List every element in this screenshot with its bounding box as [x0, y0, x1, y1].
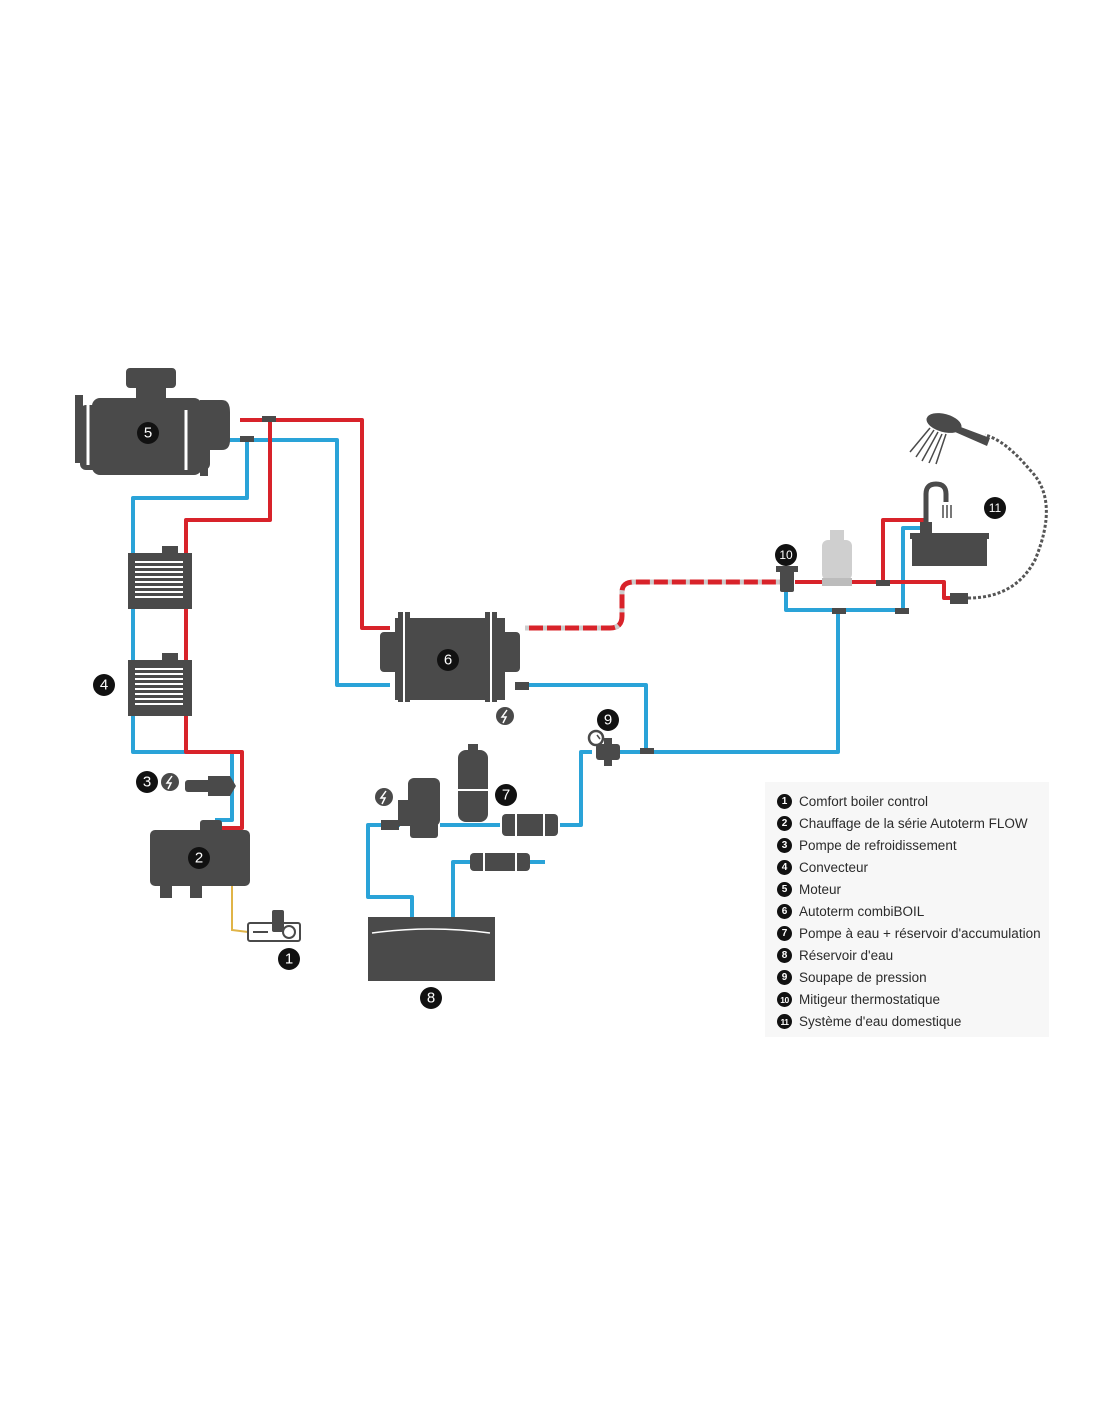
- badge-6-label: 6: [444, 652, 452, 669]
- badge-10: 10: [775, 544, 797, 566]
- convector-icon: [128, 653, 192, 716]
- cold-pipe-to-sink: [838, 526, 922, 612]
- legend-number: 7: [777, 926, 792, 942]
- cold-pipe-combiboil-to-valve: [528, 683, 648, 752]
- cold-pipe-tank-to-filter: [451, 860, 545, 917]
- hot-pipes: [184, 418, 955, 830]
- badge-2: 2: [188, 847, 210, 869]
- badge-7: 7: [495, 784, 517, 806]
- legend-label: Pompe à eau + réservoir d'accumulation: [799, 926, 1041, 942]
- legend-label: Autoterm combiBOIL: [799, 904, 925, 920]
- hot-pipe-engine-to-combiboil: [240, 418, 390, 630]
- legend-number: 1: [777, 793, 792, 809]
- legend-item: 7 Pompe à eau + réservoir d'accumulation: [777, 923, 1049, 945]
- badge-6: 6: [437, 649, 459, 671]
- hot-water-tank-icon: [822, 530, 852, 586]
- boiler-control-panel-icon: [247, 910, 301, 942]
- power-icon: [375, 788, 393, 806]
- badge-3-label: 3: [143, 774, 151, 791]
- legend-item: 5 Moteur: [777, 878, 1049, 900]
- legend-number: 5: [777, 881, 792, 897]
- legend-item: 3 Pompe de refroidissement: [777, 834, 1049, 856]
- cold-pipe-pump-to-tank: [366, 823, 500, 917]
- legend-label: Comfort boiler control: [799, 793, 929, 809]
- legend-number: 10: [777, 992, 792, 1008]
- control-wire: [231, 880, 249, 933]
- badge-1: 1: [278, 948, 300, 970]
- legend-label: Réservoir d'eau: [799, 948, 894, 964]
- badge-3: 3: [136, 771, 158, 793]
- legend-number: 8: [777, 948, 792, 964]
- legend-label: Convecteur: [799, 859, 869, 875]
- legend-number: 6: [777, 904, 792, 920]
- badge-9: 9: [597, 709, 619, 731]
- engine-icon: [75, 368, 230, 476]
- legend-number: 4: [777, 859, 792, 875]
- pipe-connectors: [240, 416, 909, 754]
- badge-2-label: 2: [195, 850, 203, 867]
- legend-item: 1 Comfort boiler control: [777, 790, 1049, 812]
- sink-shower-icon: [909, 413, 990, 604]
- badge-4-label: 4: [100, 677, 108, 694]
- coolant-pump-icon: [185, 776, 236, 796]
- cold-pipe-engine-to-convectors: [131, 440, 249, 822]
- badge-9-label: 9: [604, 712, 612, 729]
- legend-item: 6 Autoterm combiBOIL: [777, 900, 1049, 922]
- legend-item: 2 Chauffage de la série Autoterm FLOW: [777, 812, 1049, 834]
- cold-pipe-valve-main: [620, 592, 840, 754]
- badge-1-label: 1: [285, 951, 293, 968]
- legend-item: 9 Soupape de pression: [777, 967, 1049, 989]
- cold-pipe-valve-to-pump: [560, 750, 592, 827]
- legend-label: Pompe de refroidissement: [799, 837, 957, 853]
- legend-label: Mitigeur thermostatique: [799, 992, 941, 1008]
- legend: 1 Comfort boiler control 2 Chauffage de …: [765, 782, 1049, 1037]
- hot-pipe-mixer-to-heater: [795, 580, 955, 600]
- legend-label: Soupape de pression: [799, 970, 927, 986]
- hot-pipe-insulated-dash-overlay: [525, 579, 780, 631]
- legend-item: 11 Système d'eau domestique: [777, 1011, 1049, 1033]
- badge-11: 11: [984, 497, 1006, 519]
- badge-7-label: 7: [502, 787, 510, 804]
- cold-pipes: [131, 438, 922, 917]
- badge-8: 8: [420, 987, 442, 1009]
- pressure-valve-icon: [587, 729, 620, 766]
- legend-number: 9: [777, 970, 792, 986]
- water-tank-icon: [368, 917, 495, 981]
- badge-8-label: 8: [427, 990, 435, 1007]
- combiboil-heater-icon: [380, 612, 529, 702]
- legend-label: Chauffage de la série Autoterm FLOW: [799, 815, 1028, 831]
- thermostatic-mixer-icon: [776, 566, 798, 592]
- badge-10-label: 10: [779, 548, 793, 562]
- power-icon: [496, 707, 514, 725]
- cold-pipe-engine-to-combiboil: [226, 438, 390, 687]
- legend-label: Système d'eau domestique: [799, 1014, 962, 1030]
- hot-pipe-engine-to-convectors: [184, 420, 272, 830]
- badge-5-label: 5: [144, 425, 152, 442]
- convector-icon: [128, 546, 192, 609]
- badge-4: 4: [93, 674, 115, 696]
- legend-item: 10 Mitigeur thermostatique: [777, 989, 1049, 1011]
- power-icon: [161, 773, 179, 791]
- legend-number: 3: [777, 837, 792, 853]
- legend-number: 2: [777, 815, 792, 831]
- water-pump-accumulator-icon: [381, 744, 558, 838]
- filter-icon: [470, 853, 530, 871]
- hot-pipe-insulated-combiboil-to-mixer: [525, 579, 780, 631]
- legend-number: 11: [777, 1014, 792, 1030]
- badge-5: 5: [137, 422, 159, 444]
- shower-hose: [967, 433, 1048, 600]
- badge-11-label: 11: [989, 501, 1002, 515]
- legend-item: 4 Convecteur: [777, 856, 1049, 878]
- legend-item: 8 Réservoir d'eau: [777, 945, 1049, 967]
- legend-label: Moteur: [799, 881, 842, 897]
